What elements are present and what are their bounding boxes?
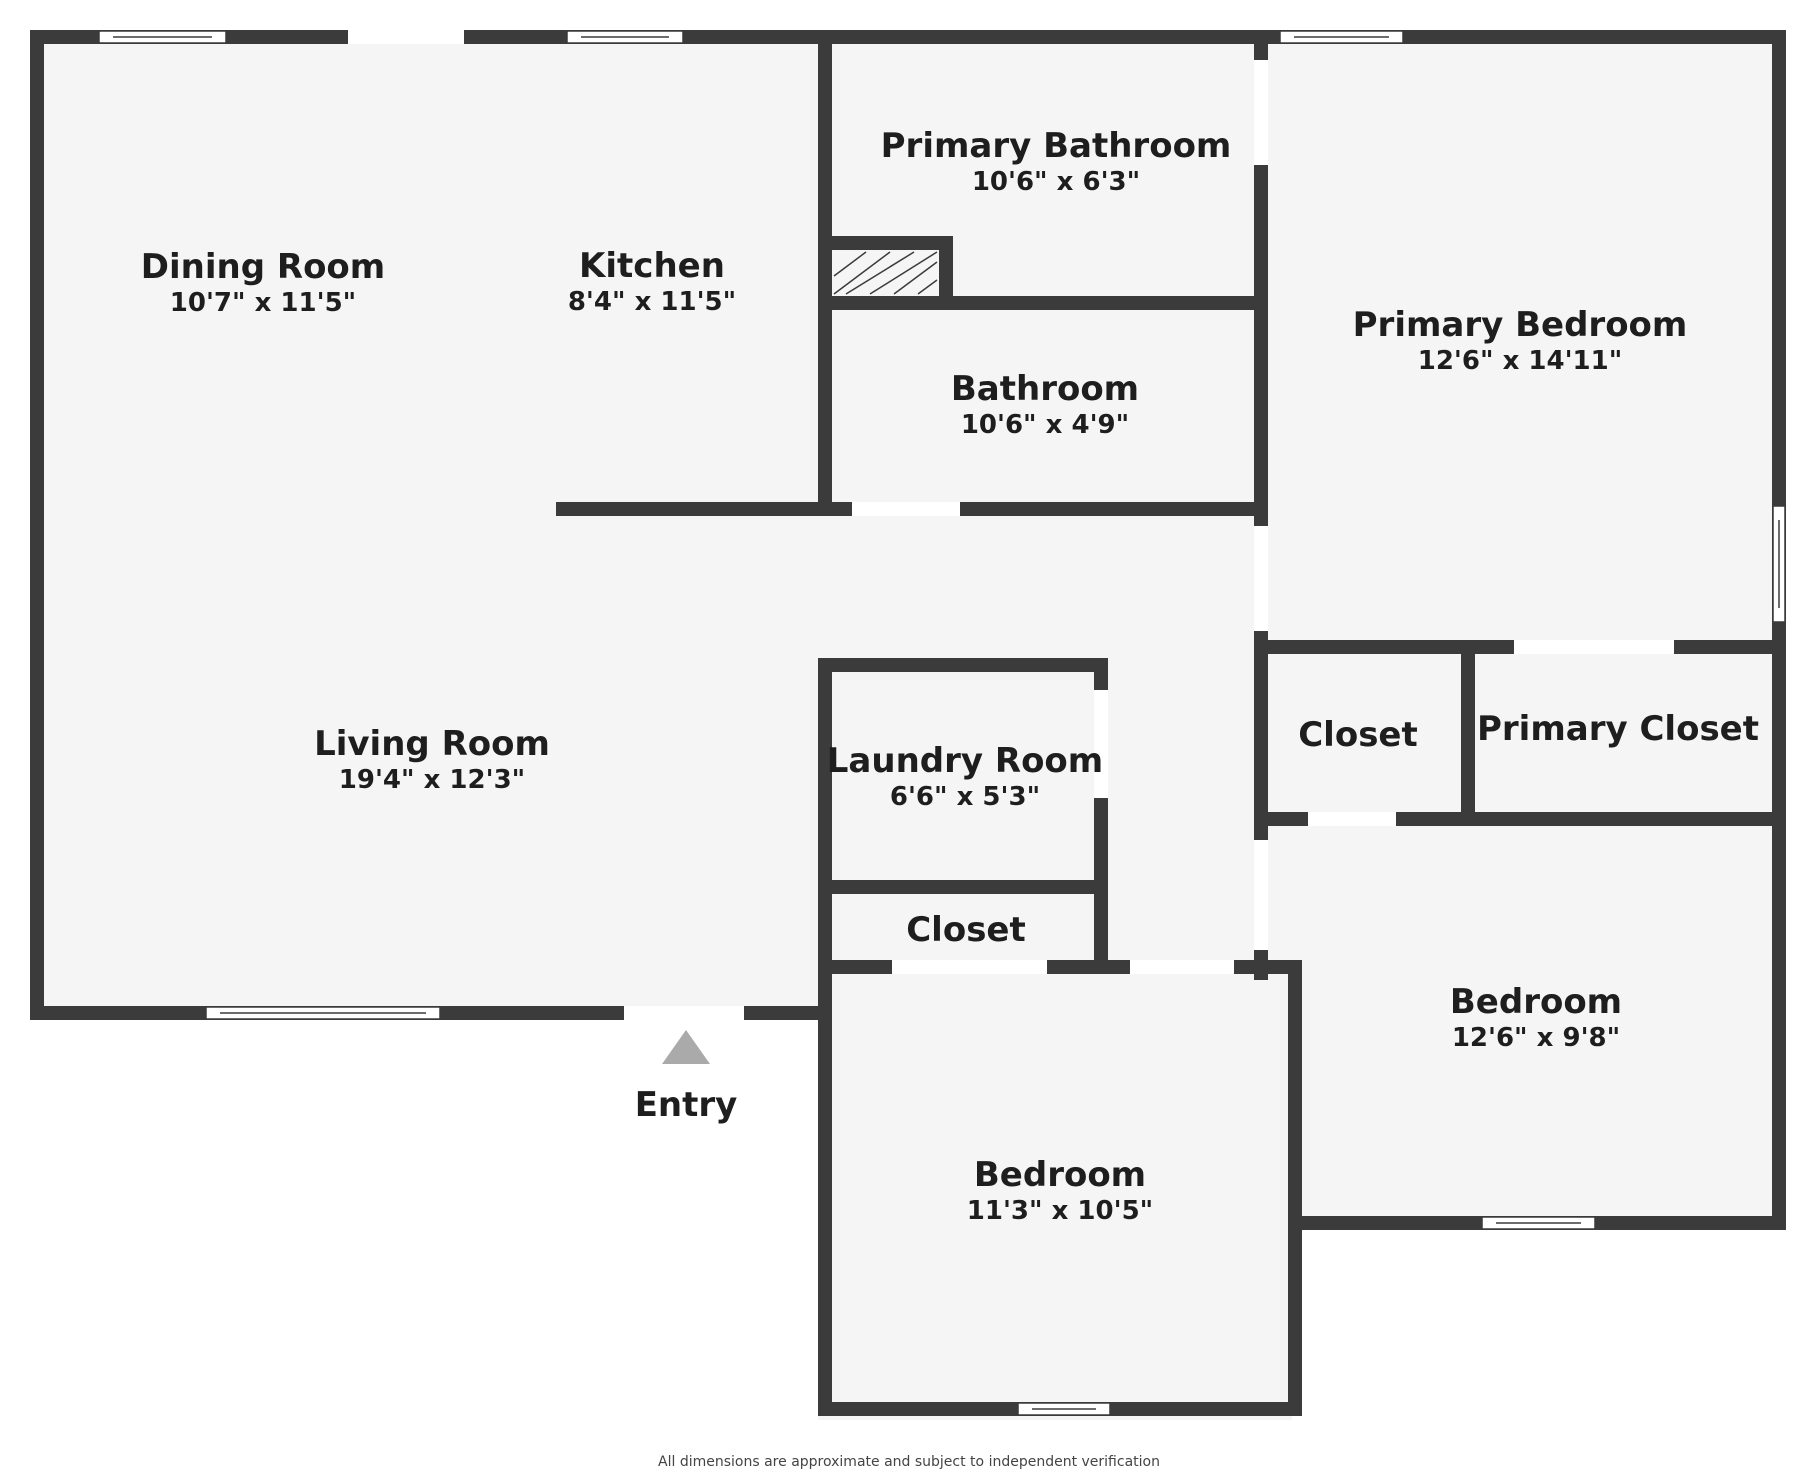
primary-bathroom-dimensions: 10'6" x 6'3" xyxy=(972,167,1140,197)
entry-label: Entry xyxy=(635,1085,738,1125)
primary-bedroom-dimensions: 12'6" x 14'11" xyxy=(1418,346,1623,376)
laundry-room-name: Laundry Room xyxy=(827,741,1103,781)
bathroom-name: Bathroom xyxy=(951,369,1139,409)
primary-bedroom-name: Primary Bedroom xyxy=(1353,305,1688,345)
bedroom-south-dimensions: 11'3" x 10'5" xyxy=(967,1196,1153,1226)
bathroom-dimensions: 10'6" x 4'9" xyxy=(961,410,1129,440)
primary-bathroom-name: Primary Bathroom xyxy=(881,126,1232,166)
kitchen-dimensions: 8'4" x 11'5" xyxy=(568,287,736,317)
kitchen-name: Kitchen xyxy=(579,246,725,286)
dining-room-dimensions: 10'7" x 11'5" xyxy=(170,288,356,318)
floor-areas xyxy=(30,30,1785,1420)
bedroom-south-name: Bedroom xyxy=(974,1155,1146,1195)
bedroom-closet-name: Closet xyxy=(1298,715,1418,755)
primary-closet-name: Primary Closet xyxy=(1477,709,1759,749)
living-room-dimensions: 19'4" x 12'3" xyxy=(339,765,525,795)
bedroom-east-name: Bedroom xyxy=(1450,982,1622,1022)
living-room-name: Living Room xyxy=(314,724,550,764)
windows xyxy=(98,30,1786,1416)
dimensions-disclaimer: All dimensions are approximate and subje… xyxy=(658,1454,1160,1470)
room-labels: Dining Room 10'7" x 11'5" Kitchen 8'4" x… xyxy=(141,126,1759,1226)
entry-arrow-icon xyxy=(662,1030,710,1064)
laundry-room-dimensions: 6'6" x 5'3" xyxy=(890,782,1040,812)
hall-closet-name: Closet xyxy=(906,910,1026,950)
hatched-chase xyxy=(833,251,938,295)
door-openings xyxy=(348,30,1674,1020)
bedroom-east-dimensions: 12'6" x 9'8" xyxy=(1452,1023,1620,1053)
dining-room-name: Dining Room xyxy=(141,247,385,287)
